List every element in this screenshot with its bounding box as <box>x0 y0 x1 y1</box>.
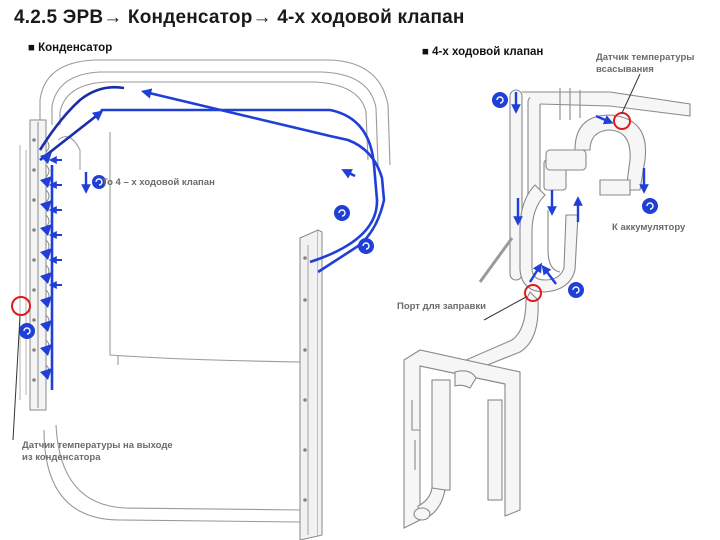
outlet-sensor-label-line2: из конденсатора <box>22 452 101 463</box>
outlet-sensor-circle-icon <box>11 296 31 316</box>
outlet-sensor-label: Датчик температуры на выходе из конденса… <box>22 440 173 464</box>
section-four-way-valve: ■ 4-х ходовой клапан <box>422 46 544 58</box>
page-title: 4.2.5 ЭРВ→ Конденсатор→ 4-х ходовой клап… <box>14 7 465 28</box>
header-inlet-arrows <box>48 156 62 289</box>
charge-port-circle-icon <box>524 284 542 302</box>
left-header <box>19 119 81 411</box>
condenser-body <box>39 59 391 523</box>
condenser-flow <box>38 85 386 390</box>
right-header <box>299 229 323 540</box>
to-accumulator-label: К аккумулятору <box>612 222 686 233</box>
suction-sensor-leader <box>621 73 641 114</box>
suction-sensor-label: Датчик температуры всасывания <box>596 52 694 76</box>
to-valve-label: To 4 – х ходовой клапан <box>102 177 215 188</box>
section-condenser: ■ Конденсатор <box>28 42 113 54</box>
outlet-sensor-leader <box>12 315 21 441</box>
outlet-sensor-label-line1: Датчик температуры на выходе <box>22 440 173 451</box>
suction-sensor-label-line1: Датчик температуры <box>596 52 695 63</box>
valve-assembly <box>403 88 691 529</box>
charge-port-label: Порт для заправки <box>397 301 486 312</box>
valve-flow <box>511 92 649 285</box>
charge-port-leader <box>483 296 527 321</box>
valve-rotation-badge-icon <box>492 92 658 298</box>
suction-sensor-label-line2: всасывания <box>596 64 654 75</box>
rotation-badge-icon <box>19 175 374 339</box>
